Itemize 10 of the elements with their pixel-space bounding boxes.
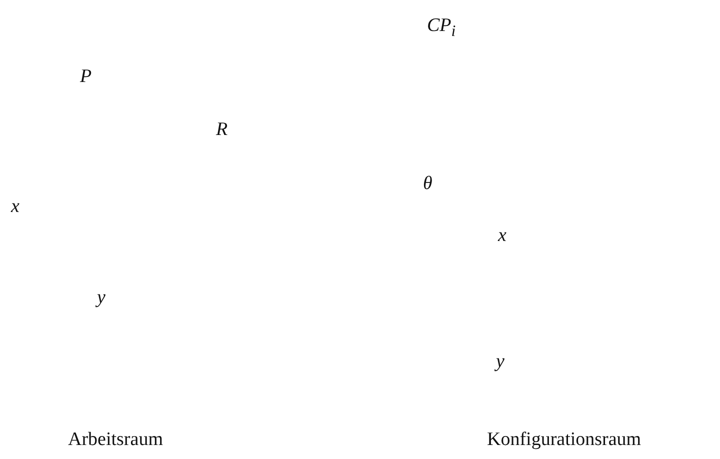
caption-label: Konfigurationsraum bbox=[487, 430, 642, 451]
math-symbol-label: CP$_{i}$ bbox=[427, 16, 456, 40]
math-symbol-label: x bbox=[11, 197, 20, 218]
math-symbol-label: y bbox=[496, 352, 504, 373]
math-symbol-label: x bbox=[498, 226, 506, 247]
math-symbol-label: R bbox=[216, 120, 228, 141]
math-symbol-label: θ bbox=[423, 174, 432, 195]
caption-label: Arbeitsraum bbox=[68, 430, 163, 451]
math-symbol-label: P bbox=[80, 67, 92, 88]
math-symbol-label: y bbox=[97, 288, 106, 309]
